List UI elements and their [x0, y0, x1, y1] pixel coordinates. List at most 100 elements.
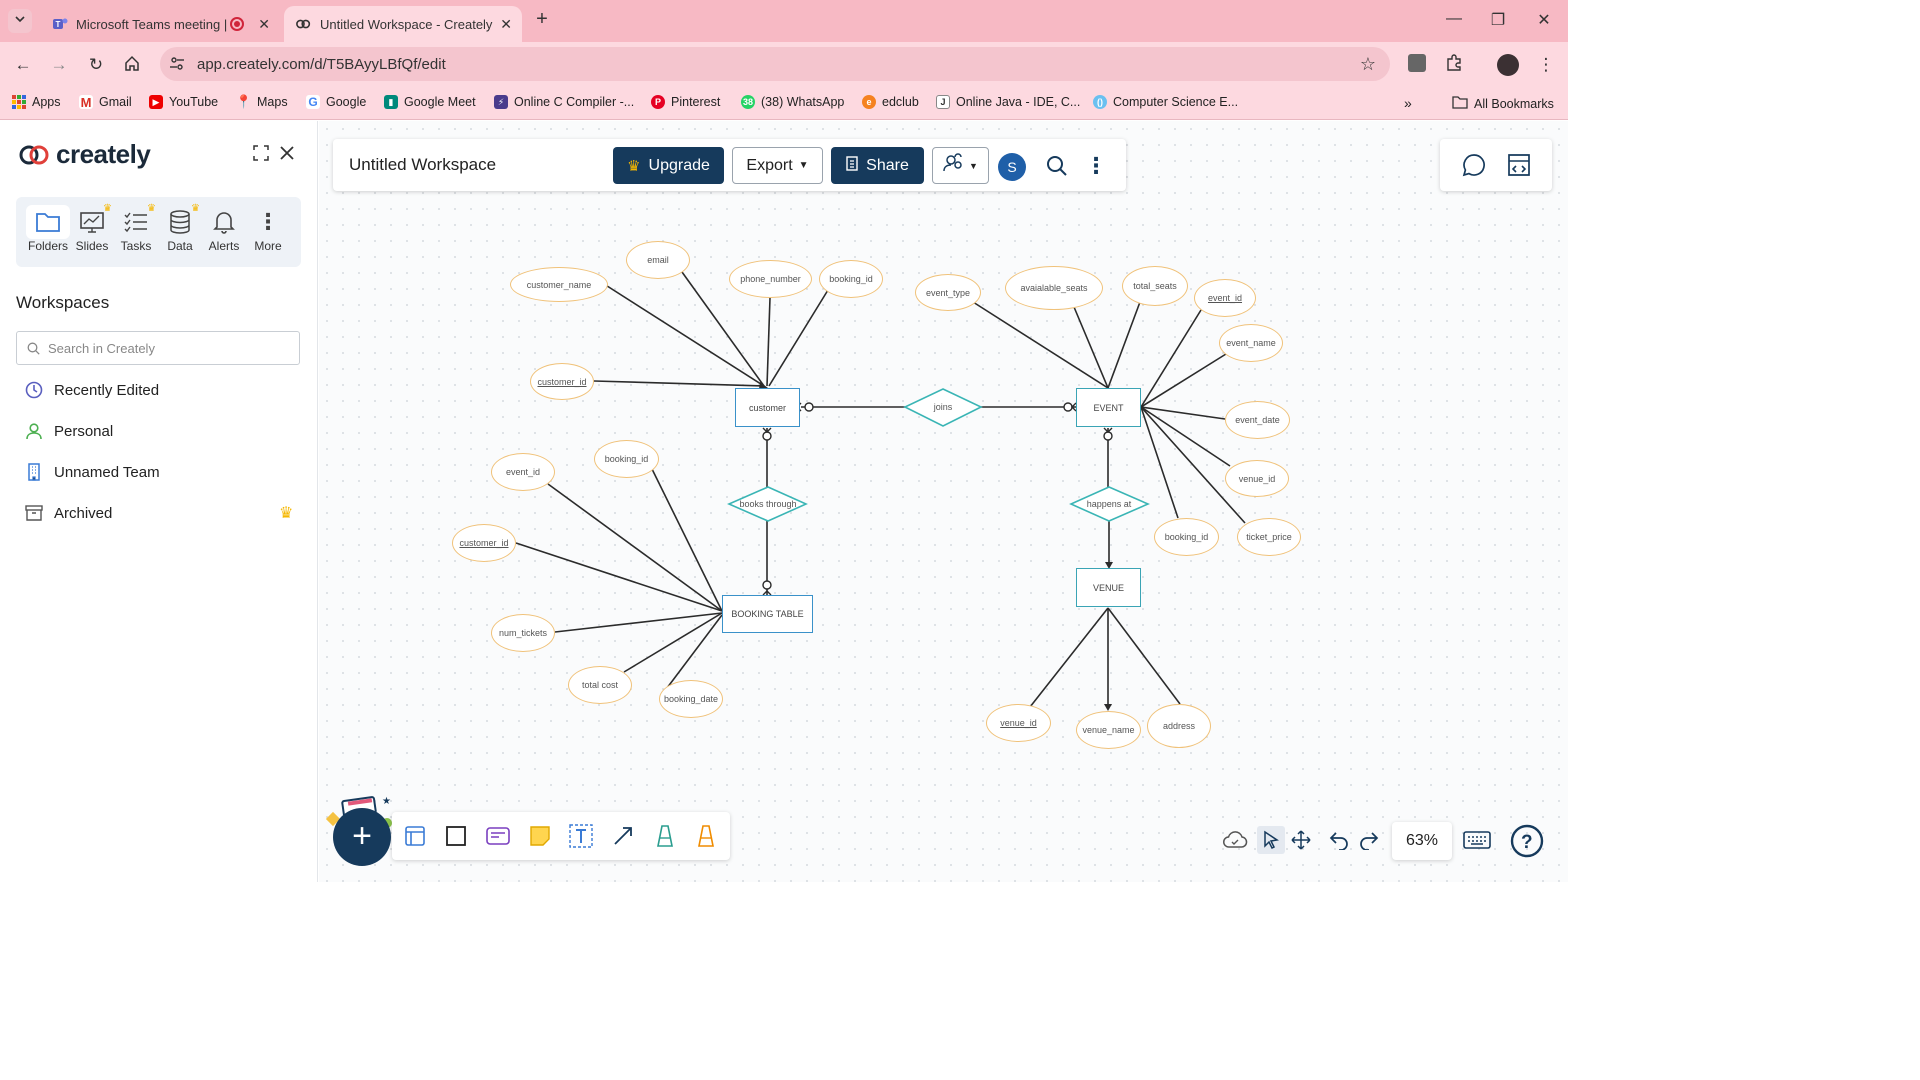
attribute-ticket-price[interactable]: ticket_price — [1237, 518, 1301, 556]
attribute-booking-booking-id[interactable]: booking_id — [594, 440, 659, 478]
frame-tool-icon[interactable] — [403, 824, 427, 848]
reload-icon[interactable]: ↻ — [88, 55, 104, 74]
app-more[interactable]: ⋮ More — [246, 197, 290, 267]
document-title[interactable]: Untitled Workspace — [349, 155, 497, 174]
keyboard-shortcuts-icon[interactable] — [1462, 826, 1492, 854]
new-tab-icon[interactable]: + — [536, 8, 548, 30]
attribute-event-booking-id[interactable]: booking_id — [1154, 518, 1219, 556]
diagram-canvas[interactable] — [319, 121, 1568, 882]
user-avatar[interactable]: S — [998, 153, 1026, 181]
collaborators-button[interactable]: ▼ — [932, 147, 989, 184]
bookmark-google-meet[interactable]: ▮Google Meet — [384, 95, 476, 109]
restore-icon[interactable]: ❐ — [1490, 12, 1506, 29]
attribute-customer-booking-id[interactable]: booking_id — [819, 260, 883, 298]
attribute-total-cost[interactable]: total cost — [568, 666, 632, 704]
app-alerts[interactable]: Alerts — [202, 197, 246, 267]
bookmark-apps[interactable]: Apps — [12, 95, 61, 109]
forward-icon[interactable]: → — [50, 55, 68, 74]
entity-customer[interactable]: customer — [735, 388, 800, 427]
relationship-joins-shape[interactable] — [903, 388, 983, 427]
search-input[interactable]: Search in Creately — [16, 331, 300, 365]
attribute-venue-name[interactable]: venue_name — [1076, 711, 1141, 749]
relationship-happens-at-shape[interactable] — [1069, 486, 1151, 522]
all-bookmarks[interactable]: All Bookmarks — [1452, 95, 1554, 112]
bookmark-youtube[interactable]: ▶YouTube — [149, 95, 218, 109]
tab-teams[interactable]: T Microsoft Teams meeting | ✕ — [40, 6, 280, 42]
more-options-icon[interactable]: ⋮ — [1085, 152, 1107, 178]
attribute-customer-id-pk[interactable]: customer_id — [530, 363, 594, 400]
add-button[interactable]: + — [333, 808, 391, 866]
card-tool-icon[interactable] — [486, 824, 510, 848]
attribute-event-name[interactable]: event_name — [1219, 324, 1283, 362]
highlighter-tool-icon[interactable] — [694, 824, 718, 848]
nav-unnamed-team[interactable]: Unnamed Team — [24, 462, 160, 482]
attribute-phone-number[interactable]: phone_number — [729, 260, 812, 298]
relationship-books-through-shape[interactable] — [726, 486, 808, 522]
help-icon[interactable]: ? — [1510, 824, 1544, 858]
redo-icon[interactable] — [1355, 826, 1383, 854]
close-tab-icon[interactable]: ✕ — [500, 15, 512, 32]
comment-icon[interactable] — [1462, 153, 1486, 182]
code-panel-icon[interactable] — [1506, 152, 1532, 183]
undo-icon[interactable] — [1325, 826, 1353, 854]
search-canvas-icon[interactable] — [1042, 147, 1072, 184]
back-icon[interactable]: ← — [14, 55, 32, 74]
attribute-booking-date[interactable]: booking_date — [659, 680, 723, 718]
attribute-event-type[interactable]: event_type — [915, 274, 981, 311]
site-info-icon[interactable] — [168, 55, 186, 78]
app-data[interactable]: ♛ Data — [158, 197, 202, 267]
attribute-total-seats[interactable]: total_seats — [1122, 266, 1188, 306]
bookmark-cs[interactable]: ()Computer Science E... — [1093, 95, 1238, 109]
share-button[interactable]: Share — [831, 147, 924, 184]
rectangle-tool-icon[interactable] — [444, 824, 468, 848]
nav-archived[interactable]: Archived — [24, 503, 112, 523]
tab-search-chevron-icon[interactable] — [8, 9, 32, 33]
bookmark-whatsapp[interactable]: 38(38) WhatsApp — [741, 95, 845, 109]
text-tool-icon[interactable] — [569, 824, 593, 848]
attribute-address[interactable]: address — [1147, 704, 1211, 748]
nav-personal[interactable]: Personal — [24, 421, 113, 441]
extension-icon[interactable] — [1406, 54, 1428, 76]
cloud-saved-icon[interactable] — [1221, 826, 1249, 854]
nav-recently-edited[interactable]: Recently Edited — [24, 380, 159, 400]
entity-event[interactable]: EVENT — [1076, 388, 1141, 427]
profile-avatar-icon[interactable] — [1497, 54, 1519, 76]
attribute-event-venue-id[interactable]: venue_id — [1225, 460, 1289, 497]
attribute-event-id-pk[interactable]: event_id — [1194, 279, 1256, 317]
sticky-note-icon[interactable] — [528, 824, 552, 848]
more-bookmarks-chevron-icon[interactable]: » — [1404, 95, 1412, 111]
bookmark-maps[interactable]: 📍Maps — [235, 94, 288, 109]
expand-icon[interactable] — [253, 145, 269, 166]
close-window-icon[interactable]: ✕ — [1537, 12, 1551, 29]
attribute-event-date[interactable]: event_date — [1225, 401, 1290, 439]
attribute-booking-event-id[interactable]: event_id — [491, 453, 555, 491]
home-icon[interactable] — [121, 54, 143, 76]
bookmark-online-c[interactable]: ⚡Online C Compiler -... — [494, 95, 634, 109]
app-slides[interactable]: ♛ Slides — [70, 197, 114, 267]
close-tab-icon[interactable]: ✕ — [258, 15, 270, 32]
minimize-icon[interactable]: — — [1446, 10, 1462, 27]
app-folders[interactable]: Folders — [26, 197, 70, 267]
upgrade-button[interactable]: ♛ Upgrade — [613, 147, 724, 184]
attribute-avaialable-seats[interactable]: avaialable_seats — [1005, 266, 1103, 310]
attribute-num-tickets[interactable]: num_tickets — [491, 614, 555, 652]
creately-logo[interactable]: creately — [18, 139, 151, 170]
select-pointer-icon[interactable] — [1257, 826, 1285, 854]
export-button[interactable]: Export ▼ — [732, 147, 823, 184]
zoom-level-button[interactable]: 63% — [1392, 822, 1452, 860]
bookmark-star-icon[interactable]: ☆ — [1359, 54, 1376, 74]
attribute-venue-id-pk[interactable]: venue_id — [986, 704, 1051, 742]
attribute-customer-name[interactable]: customer_name — [510, 267, 608, 302]
extensions-puzzle-icon[interactable] — [1443, 54, 1465, 76]
pen-tool-icon[interactable] — [653, 824, 677, 848]
browser-menu-icon[interactable]: ⋮ — [1537, 55, 1555, 74]
app-tasks[interactable]: ♛ Tasks — [114, 197, 158, 267]
connector-tool-icon[interactable] — [611, 824, 635, 848]
url-field[interactable]: app.creately.com/d/T5BAyyLBfQf/edit ☆ — [160, 47, 1390, 81]
entity-venue[interactable]: VENUE — [1076, 568, 1141, 607]
